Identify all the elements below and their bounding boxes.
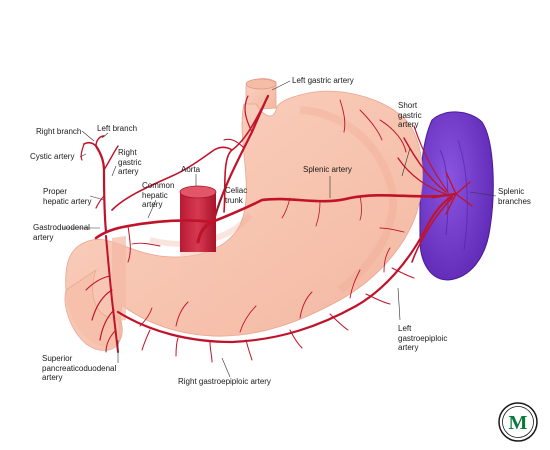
aorta xyxy=(179,185,217,312)
label-gastroduodenal-artery: Gastroduodenal artery xyxy=(33,223,90,242)
label-line: Splenic xyxy=(498,187,525,196)
label-line: Superior xyxy=(42,354,73,363)
label-line: artery xyxy=(398,120,419,129)
leader-lines xyxy=(62,80,497,378)
label-line: gastric xyxy=(398,110,422,120)
label-right-gastroepiploic-artery: Right gastroepiploic artery xyxy=(178,377,271,386)
label-splenic-artery: Splenic artery xyxy=(303,165,352,174)
label-splenic-branches: Splenic branches xyxy=(498,187,531,206)
label-line: Left xyxy=(398,324,412,333)
label-line: trunk xyxy=(225,195,243,205)
label-common-hepatic-artery: Common hepatic artery xyxy=(142,181,174,210)
label-right-branch: Right branch xyxy=(36,127,82,136)
arteries xyxy=(80,94,473,363)
label-left-gastric-artery: Left gastric artery xyxy=(292,76,354,85)
label-aorta: Aorta xyxy=(181,165,201,174)
label-cystic-artery: Cystic artery xyxy=(30,152,75,161)
label-line: Right xyxy=(118,148,137,157)
label-line: artery xyxy=(398,343,419,352)
label-proper-hepatic-artery: Proper hepatic artery xyxy=(43,187,91,206)
label-line: Common xyxy=(142,181,175,190)
label-line: gastroepiploic xyxy=(398,333,448,343)
university-logo: M xyxy=(498,402,538,442)
spleen xyxy=(419,111,494,281)
label-line: artery xyxy=(118,167,139,176)
label-left-branch: Left branch xyxy=(97,124,138,133)
label-line: Gastroduodenal xyxy=(33,223,90,232)
label-left-gastroepiploic-artery: Left gastroepiploic artery xyxy=(398,324,447,353)
label-line: Short xyxy=(398,101,418,110)
label-line: artery xyxy=(33,232,54,242)
label-short-gastric-artery: Short gastric artery xyxy=(398,101,422,130)
label-line: Celiac xyxy=(225,186,248,195)
label-line: Proper xyxy=(43,187,68,196)
label-line: pancreaticoduodenal xyxy=(42,363,117,373)
label-line: artery xyxy=(42,373,63,382)
label-line: hepatic xyxy=(142,190,168,200)
label-celiac-trunk: Celiac trunk xyxy=(225,186,247,205)
stomach xyxy=(64,78,423,351)
label-line: gastric xyxy=(118,157,142,167)
label-right-gastric-artery: Right gastric artery xyxy=(118,148,142,177)
label-superior-pancreaticoduodenal-artery: Superior pancreaticoduodenal artery xyxy=(42,354,116,383)
label-line: branches xyxy=(498,196,531,206)
label-line: hepatic artery xyxy=(43,196,92,206)
label-line: artery xyxy=(142,200,163,209)
logo-letter: M xyxy=(509,412,528,434)
